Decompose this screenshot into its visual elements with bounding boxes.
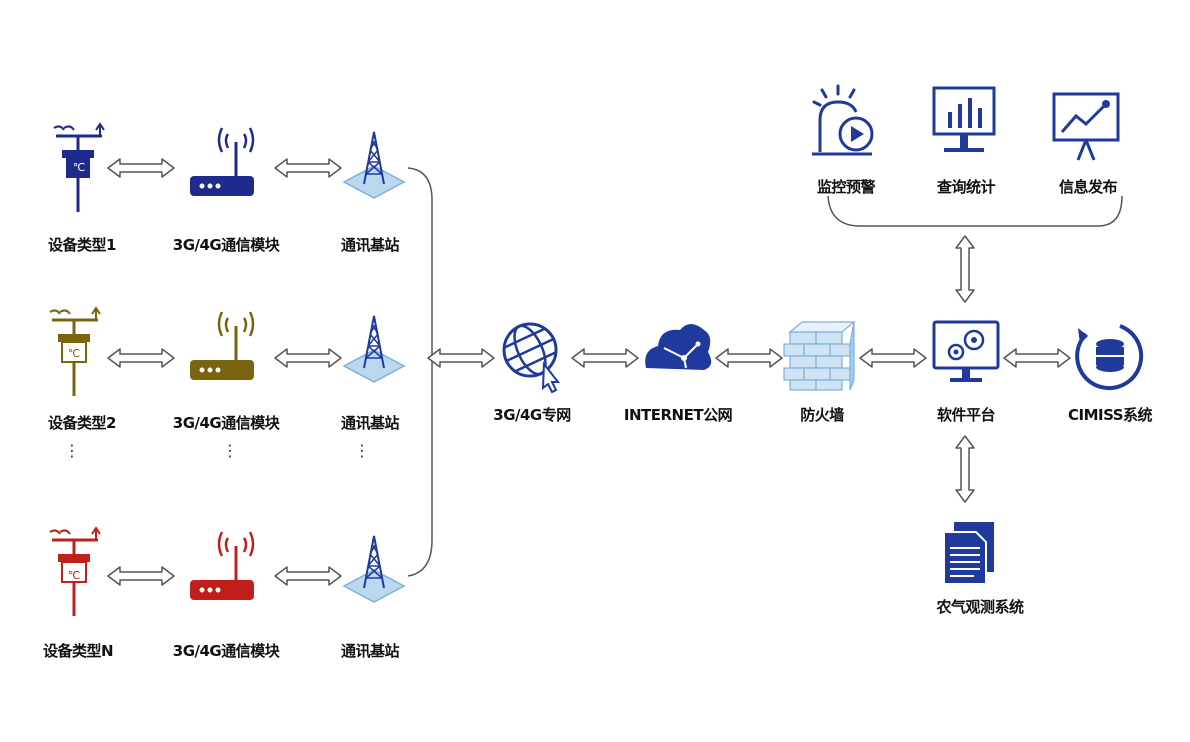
temperature-symbol: ℃ — [67, 570, 81, 582]
app-label-query: 查询统计 — [936, 178, 996, 196]
temperature-symbol: ℃ — [67, 348, 81, 360]
app-label-publish: 信息发布 — [1058, 178, 1118, 196]
bar-chart-monitor-icon — [932, 86, 996, 152]
firewall-icon — [783, 321, 856, 391]
agri-system-label: 农气观测系统 — [936, 598, 1024, 616]
arrow-module-station-n — [274, 566, 342, 586]
arrow-module-station-2 — [274, 348, 342, 368]
ellipsis: ⋮ — [222, 443, 238, 460]
station-bracket — [407, 167, 433, 577]
base-station-label: 通讯基站 — [340, 414, 400, 432]
weather-station-icon — [53, 122, 105, 212]
platform-label: 软件平台 — [936, 406, 996, 424]
cloud-icon — [645, 324, 712, 370]
router-icon — [190, 311, 255, 380]
device-type-label: 设备类型2 — [48, 414, 116, 432]
comm-module-label: 3G/4G通信模块 — [172, 642, 280, 660]
arrow-platform-agri — [955, 435, 975, 503]
software-platform-icon — [932, 320, 1000, 382]
weather-station-icon — [49, 526, 101, 616]
arrow-private-net-internet — [571, 348, 639, 368]
arrow-firewall-platform — [859, 348, 927, 368]
documents-icon — [943, 522, 994, 585]
weather-station-icon — [49, 306, 101, 396]
alarm-monitor-icon — [812, 84, 874, 156]
tower-icon — [342, 131, 406, 199]
device-type-label: 设备类型1 — [48, 236, 116, 254]
router-icon — [190, 531, 255, 600]
comm-module-label: 3G/4G通信模块 — [172, 414, 280, 432]
arrow-device-module-2 — [107, 348, 175, 368]
internet-label: INTERNET公网 — [623, 406, 733, 424]
arrow-bracket-private-net — [427, 348, 495, 368]
trend-board-icon — [1052, 92, 1120, 161]
firewall-label: 防火墙 — [800, 406, 844, 424]
arrow-module-station-1 — [274, 158, 342, 178]
router-icon — [190, 127, 255, 196]
temperature-symbol: ℃ — [72, 162, 86, 174]
base-station-label: 通讯基站 — [340, 642, 400, 660]
ellipsis: ⋮ — [354, 443, 370, 460]
arrow-device-module-1 — [107, 158, 175, 178]
database-sync-icon — [1075, 324, 1144, 391]
cimiss-label: CIMISS系统 — [1067, 406, 1153, 424]
app-label-monitor: 监控预警 — [816, 178, 876, 196]
ellipsis: ⋮ — [64, 443, 80, 460]
tower-icon — [342, 315, 406, 383]
arrow-platform-cimiss — [1003, 348, 1071, 368]
arrow-internet-firewall — [715, 348, 783, 368]
arrow-device-module-n — [107, 566, 175, 586]
apps-bracket — [827, 195, 1123, 227]
tower-icon — [342, 535, 406, 603]
globe-icon — [502, 322, 561, 394]
comm-module-label: 3G/4G通信模块 — [172, 236, 280, 254]
arrow-apps-platform — [955, 235, 975, 303]
base-station-label: 通讯基站 — [340, 236, 400, 254]
device-type-label: 设备类型N — [42, 642, 114, 660]
private-net-label: 3G/4G专网 — [493, 406, 571, 424]
